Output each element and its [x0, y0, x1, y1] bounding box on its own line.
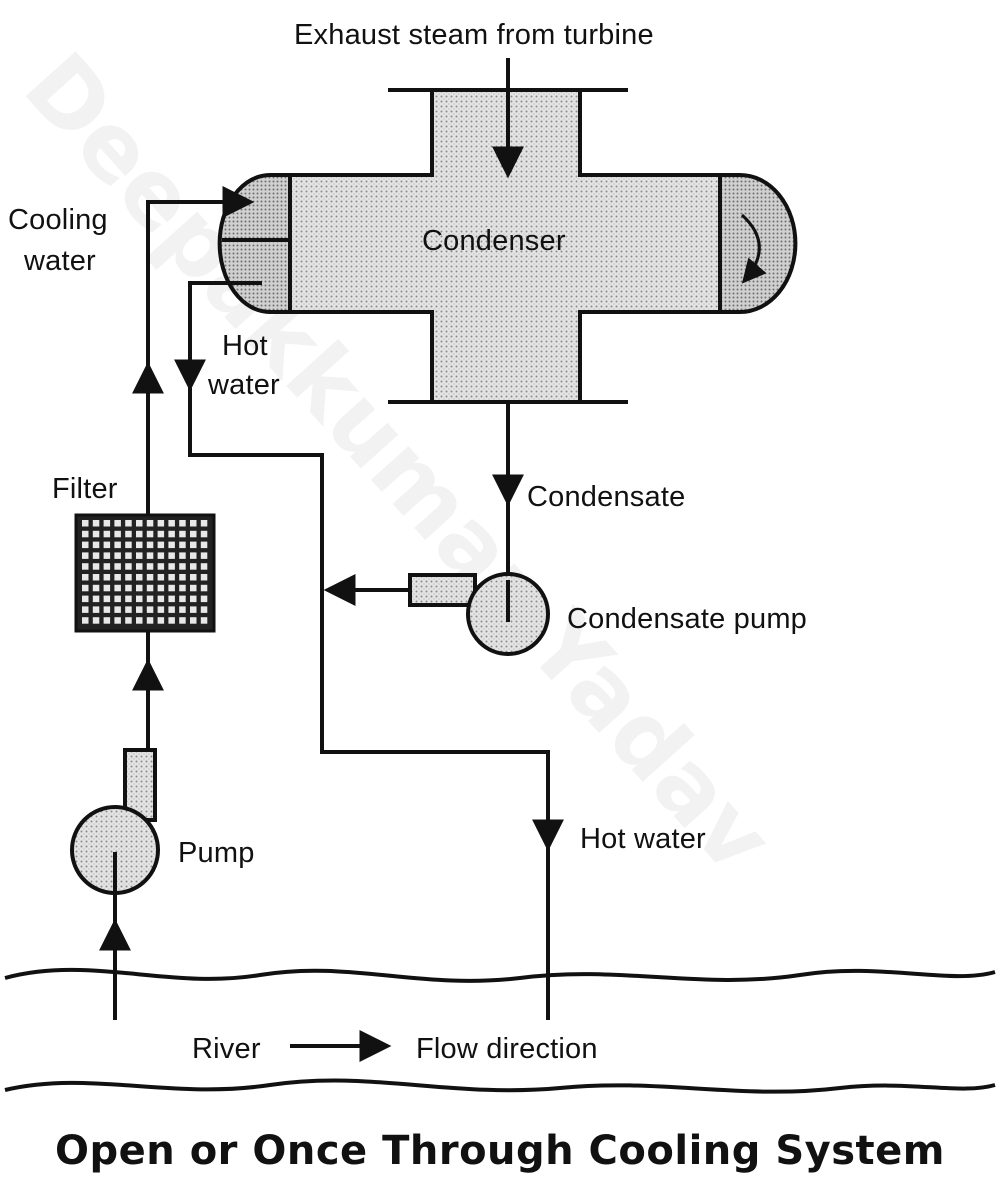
condensate-pump [408, 572, 550, 656]
river-bottom-bank [4, 1078, 996, 1094]
cooling-water-label-line2: water [23, 245, 96, 277]
condensate-pump-label: Condensate pump [567, 603, 807, 635]
pump-label: Pump [178, 837, 255, 869]
diagram-title: Open or Once Through Cooling System [55, 1128, 945, 1174]
pump [70, 748, 160, 895]
condensate-label: Condensate [527, 481, 685, 513]
watermark: Deepakkumar Yadav [4, 33, 793, 893]
cooling-water-pipe [132, 186, 255, 518]
hot-water-out-label: Hot water [580, 823, 706, 855]
flow-direction-label: Flow direction [416, 1033, 598, 1065]
hot-water-label-line2: water [207, 369, 280, 401]
filter-label: Filter [52, 473, 118, 505]
filter [74, 513, 216, 633]
cooling-water-label-line1: Cooling [8, 204, 108, 236]
hot-water-pipe [174, 281, 564, 1020]
river-top-bank [4, 967, 996, 983]
river-label: River [192, 1033, 261, 1065]
hot-water-label-line1: Hot [222, 330, 268, 362]
exhaust-label: Exhaust steam from turbine [294, 19, 654, 51]
condenser-label: Condenser [422, 225, 566, 257]
